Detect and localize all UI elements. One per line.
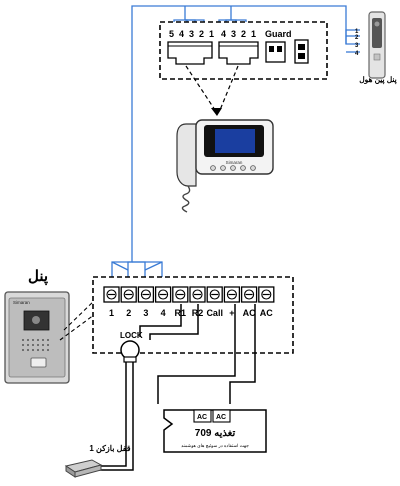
door-station-pin: 1: [355, 29, 359, 35]
door-station-button: [373, 53, 381, 61]
monitor-buttons: [210, 165, 256, 171]
terminal-strip: [103, 286, 275, 303]
terminal-label: 2: [126, 308, 131, 318]
power-terminal: [212, 409, 231, 423]
terminal-label: 4: [161, 308, 166, 318]
door-station-pin: 2: [355, 35, 359, 41]
door-station-camera: [374, 21, 380, 27]
door-station-pin: 3: [355, 43, 359, 49]
terminal-label: AC: [243, 308, 256, 318]
monitor-pointer-arrows: [185, 65, 239, 111]
handset-cord: [181, 185, 191, 213]
group-a-pin-label: 1: [209, 29, 214, 39]
terminal-label: AC: [260, 308, 273, 318]
door-station-panel: [372, 18, 382, 48]
door-lock-device: قفل بازکن 1: [64, 444, 131, 478]
group-b-pin-label: 2: [241, 29, 246, 39]
monitor-brand: Simaran: [226, 160, 243, 165]
connector-b: [218, 41, 259, 65]
panel-pointer: [59, 296, 99, 341]
connector-a: [167, 41, 213, 65]
door-panel-call-button: [30, 357, 47, 368]
guard-label: Guard: [265, 29, 292, 39]
power-terminal-label: AC: [197, 414, 207, 421]
door-panel-face: [8, 297, 66, 378]
terminal-label: Call: [206, 308, 223, 318]
lock-coil: [120, 340, 140, 360]
power-supply-title: تغذیه 709: [195, 428, 236, 439]
terminal-label: 1: [109, 308, 114, 318]
power-supply-body: [163, 409, 267, 453]
group-a-pin-label: 5: [169, 29, 174, 39]
terminal-label: 3: [143, 308, 148, 318]
monitor-terminal-block: 5 4 3 2 1 4 3 2 1 Guard: [159, 21, 328, 80]
power-terminal: [193, 409, 212, 423]
monitor-screen: [215, 129, 255, 153]
door-panel-camera: [32, 316, 40, 324]
power-supply-subtitle: جهت استفاده در سوئیچ های هوشمند: [181, 443, 249, 449]
door-station-label: پنل پین هول: [359, 75, 397, 85]
lock-component: LOCK: [120, 331, 143, 363]
power-terminal-label: AC: [216, 414, 226, 421]
door-panel-brand: Simaran: [13, 300, 30, 305]
monitor-handset: [176, 123, 197, 187]
door-station-right: 1 2 3 4 پنل پین هول: [355, 11, 398, 85]
monitor: Simaran: [176, 119, 274, 213]
group-a-pin-label: 2: [199, 29, 204, 39]
door-panel-speaker-grille: [22, 339, 49, 351]
door-station-pin: 4: [355, 51, 359, 57]
lock-wiring: [98, 304, 256, 471]
door-panel-left: پنل Simaran: [4, 268, 70, 384]
door-panel-label: پنل: [28, 268, 48, 286]
arrow-head: [211, 108, 222, 116]
lock-label: LOCK: [120, 331, 143, 340]
group-a-pin-label: 3: [189, 29, 194, 39]
door-lock-caption: قفل بازکن 1: [89, 444, 130, 454]
aux-connector: [294, 39, 309, 64]
group-b-pin-label: 1: [251, 29, 256, 39]
group-b-pin-label: 4: [221, 29, 226, 39]
terminal-label: +: [229, 308, 234, 318]
group-a-pin-label: 4: [179, 29, 184, 39]
guard-connector: [265, 41, 286, 63]
group-b-pin-label: 3: [231, 29, 236, 39]
power-supply: AC AC تغذیه 709 جهت استفاده در سوئیچ های…: [163, 409, 267, 453]
